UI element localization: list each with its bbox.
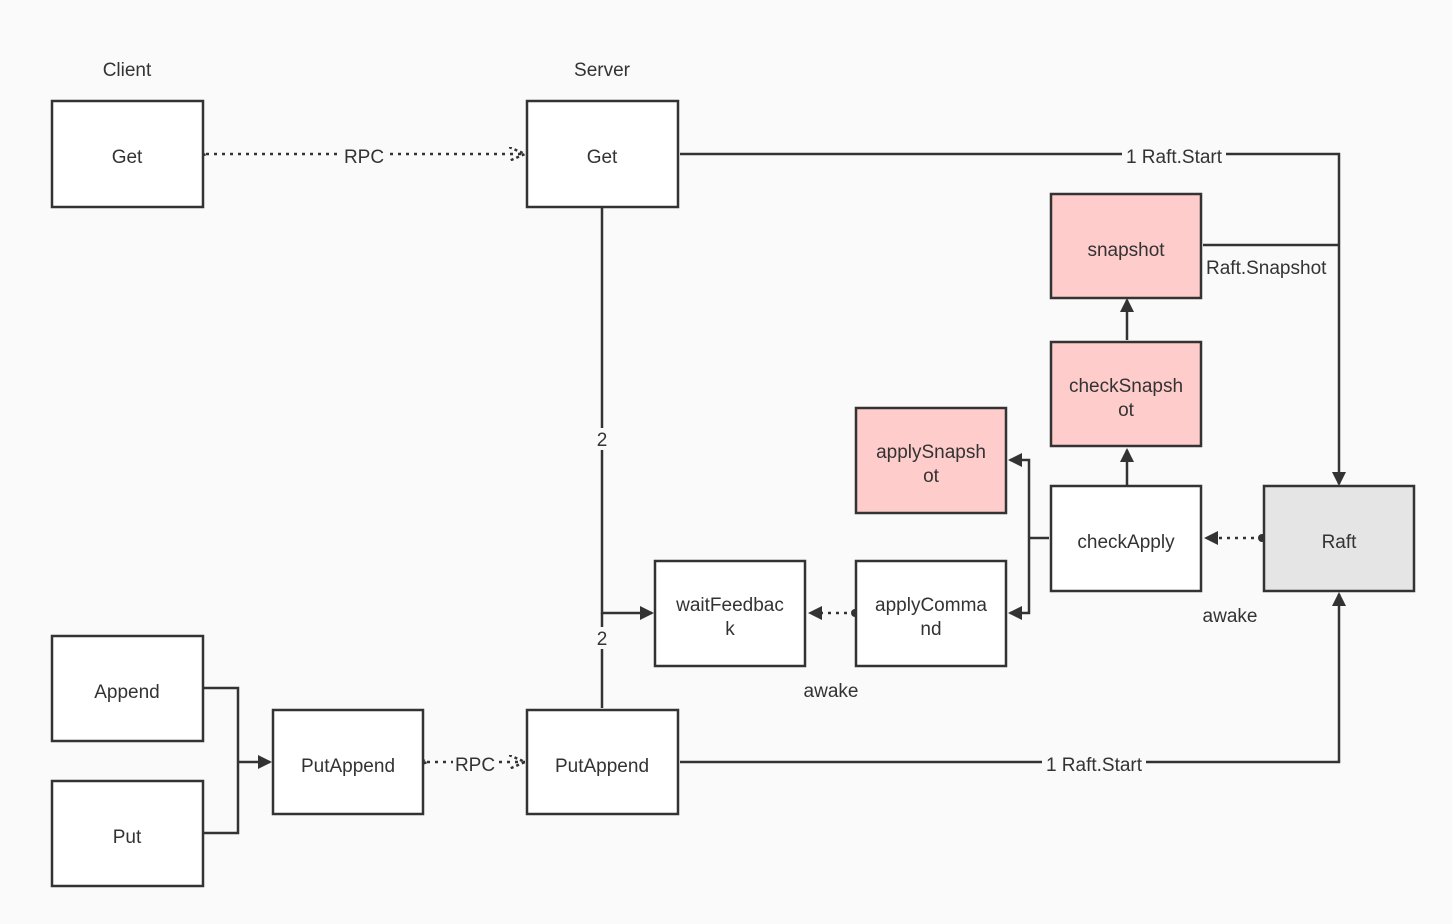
append-label: Append: [94, 682, 160, 703]
raft-label: Raft: [1322, 532, 1358, 553]
raft-snapshot-edge: Raft.Snapshot: [1203, 243, 1339, 279]
append-node: Append: [50, 634, 205, 743]
apply-command-label-line2: nd: [920, 619, 941, 640]
apply-snapshot-label-line2: ot: [923, 466, 940, 487]
server-heading: Server: [574, 60, 631, 81]
client-putappend-node: PutAppend: [271, 708, 425, 816]
server-get-label: Get: [587, 147, 618, 168]
wait-feedback-node: waitFeedbac k: [653, 559, 807, 668]
check-apply-label: checkApply: [1077, 532, 1175, 553]
apply-command-node: applyComma nd: [854, 559, 1008, 668]
putappend-wait-edge: 2: [592, 613, 612, 708]
rpc-get-edge: RPC: [206, 144, 525, 168]
append-put-merge-edge: [204, 686, 272, 835]
check-apply-node: checkApply: [1049, 484, 1203, 593]
apply-snapshot-node: applySnapsh ot: [854, 406, 1008, 515]
raft-start-get-edge: 1 Raft.Start: [680, 144, 1346, 486]
awake-apply-edge: awake: [804, 606, 859, 702]
apply-command-label-line1: applyComma: [875, 595, 987, 616]
step-putappend-label: 2: [597, 629, 608, 650]
put-label: Put: [113, 827, 142, 848]
awake-apply-label: awake: [804, 681, 859, 702]
wait-feedback-label-line2: k: [725, 619, 735, 640]
awake-raft-edge: awake: [1203, 531, 1266, 627]
client-putappend-label: PutAppend: [301, 756, 395, 777]
client-get-label: Get: [112, 147, 143, 168]
client-get-node: Get: [50, 99, 205, 209]
check-snapshot-label-line2: ot: [1118, 400, 1135, 421]
step-get-label: 2: [597, 430, 608, 451]
rpc-putappend-label: RPC: [455, 755, 495, 776]
raft-node: Raft: [1262, 484, 1416, 593]
snapshot-node: snapshot: [1049, 192, 1203, 300]
server-putappend-label: PutAppend: [555, 756, 649, 777]
raft-snapshot-label: Raft.Snapshot: [1206, 258, 1327, 279]
server-get-node: Get: [525, 99, 680, 209]
put-node: Put: [50, 779, 205, 888]
wait-feedback-label-line1: waitFeedbac: [675, 595, 784, 616]
get-wait-edge: 2: [592, 208, 654, 620]
raft-start-putappend-label: 1 Raft.Start: [1046, 755, 1143, 776]
raft-start-get-label: 1 Raft.Start: [1126, 147, 1223, 168]
check-snapshot-label-line1: checkSnapsh: [1069, 376, 1183, 397]
check-snapshot-node: checkSnapsh ot: [1049, 340, 1203, 448]
apply-snapshot-label-line1: applySnapsh: [876, 442, 986, 463]
snapshot-label: snapshot: [1087, 240, 1165, 261]
rpc-get-label: RPC: [344, 147, 384, 168]
server-putappend-node: PutAppend: [525, 708, 680, 816]
raft-start-putappend-edge: 1 Raft.Start: [680, 592, 1346, 776]
client-heading: Client: [103, 60, 152, 81]
awake-raft-label: awake: [1203, 606, 1258, 627]
rpc-putappend-edge: RPC: [427, 752, 525, 776]
checkapply-branch-edge: [1008, 453, 1049, 620]
